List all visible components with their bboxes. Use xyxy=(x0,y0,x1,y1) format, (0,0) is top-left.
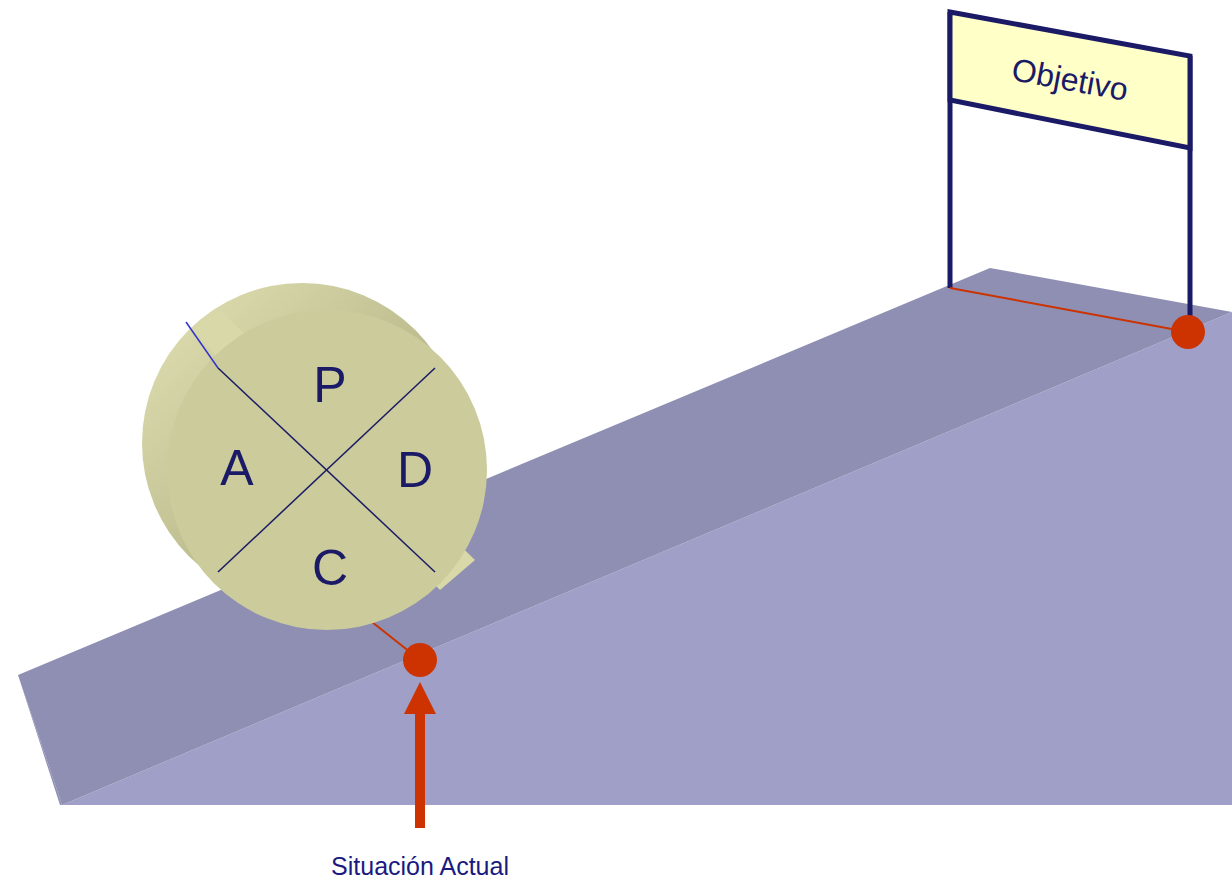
quadrant-letter: A xyxy=(220,439,253,497)
goal-sign: Objetivo xyxy=(940,0,1200,160)
quadrant-letter: P xyxy=(313,356,346,414)
arrow-shaft xyxy=(415,710,425,828)
arrow-head xyxy=(404,682,436,714)
pdca-wheel: P A DC xyxy=(130,270,500,640)
quadrant-letter: D xyxy=(397,441,433,499)
goal-line xyxy=(950,288,1188,332)
wheel-front xyxy=(167,310,487,630)
sign-board xyxy=(950,12,1190,148)
current-dot xyxy=(403,643,437,677)
ramp-top xyxy=(18,268,1232,805)
wheel-edge-line xyxy=(186,322,218,368)
goal-dot xyxy=(1171,315,1205,349)
ramp-edge xyxy=(18,675,62,805)
quadrant-letter: C xyxy=(312,539,348,597)
current-state-label: Situación Actual xyxy=(331,852,509,881)
